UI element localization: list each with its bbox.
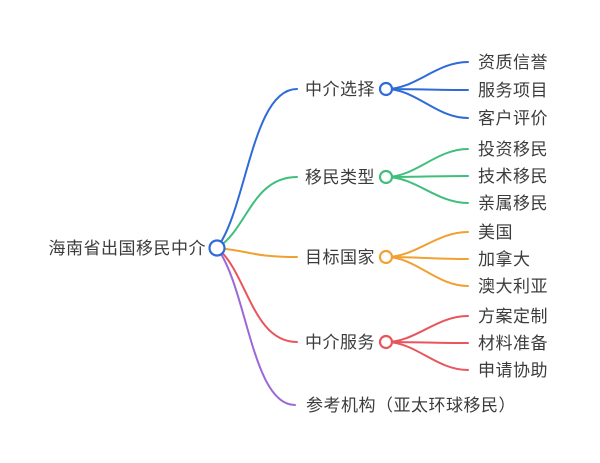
child-label-0-1[interactable]: 服务项目 (478, 81, 548, 100)
branch-1-child-edge-0 (385, 148, 469, 178)
branch-0-child-edge-2 (385, 88, 469, 119)
branch-label-4[interactable]: 参考机构（亚太环球移民） (306, 396, 516, 415)
child-label-3-0[interactable]: 方案定制 (478, 307, 548, 326)
child-label-0-0[interactable]: 资质信誉 (478, 53, 548, 72)
root-edge-1 (216, 176, 298, 249)
child-label-2-0[interactable]: 美国 (478, 223, 513, 242)
child-label-3-1[interactable]: 材料准备 (478, 334, 548, 353)
branch-node-circle-0[interactable] (378, 81, 394, 97)
root-edge-4 (216, 247, 296, 406)
branch-1-child-edge-2 (385, 176, 469, 204)
root-edge-0 (216, 88, 298, 249)
branch-node-circle-1[interactable] (378, 169, 394, 185)
child-label-2-1[interactable]: 加拿大 (478, 249, 531, 269)
branch-3-child-edge-0 (385, 315, 469, 343)
branch-node-circle-2[interactable] (378, 249, 394, 265)
branch-label-1[interactable]: 移民类型 (305, 168, 375, 187)
branch-3-child-edge-2 (385, 341, 469, 371)
root-edge-2 (216, 247, 298, 258)
branch-1-child-edge-1 (385, 175, 469, 178)
branch-2-child-edge-2 (385, 256, 469, 287)
child-label-1-0[interactable]: 投资移民 (478, 140, 548, 159)
child-label-1-1[interactable]: 技术移民 (478, 167, 548, 186)
child-label-0-2[interactable]: 客户评价 (478, 109, 548, 128)
child-label-2-2[interactable]: 澳大利亚 (478, 277, 548, 296)
branch-0-child-edge-0 (385, 61, 469, 90)
branch-label-0[interactable]: 中介选择 (305, 80, 375, 99)
root-node-label[interactable]: 海南省出国移民中介 (49, 239, 207, 258)
child-label-1-2[interactable]: 亲属移民 (478, 194, 548, 213)
branch-label-2[interactable]: 目标国家 (305, 248, 375, 267)
branch-node-circle-3[interactable] (378, 334, 394, 350)
child-label-3-2[interactable]: 申请协助 (478, 361, 548, 380)
branch-2-child-edge-0 (385, 231, 469, 258)
branch-label-3[interactable]: 中介服务 (305, 333, 375, 352)
root-node-circle[interactable] (208, 239, 226, 257)
root-edge-3 (216, 247, 298, 343)
